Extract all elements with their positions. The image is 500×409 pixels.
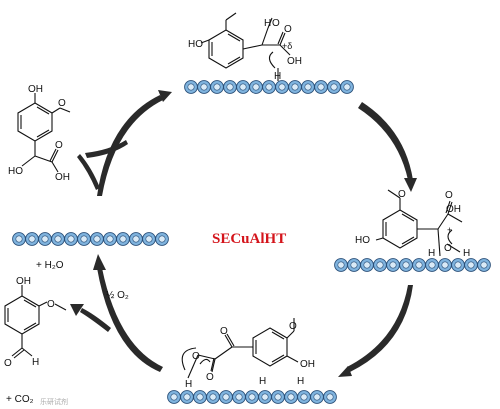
bottom-o-label: O (289, 321, 297, 332)
molecule-left-reactant: OH O HO O OH (8, 84, 71, 183)
cycle-arrow-top-right (358, 102, 417, 192)
co2-product-label: + CO₂ (6, 394, 34, 405)
left-oh2-label: OH (55, 172, 70, 183)
right-o2-label: O (445, 190, 453, 201)
right-plus-label: + (447, 225, 452, 235)
molecule-right-adsorbed: O HO OH O + O H H (355, 189, 470, 259)
right-o3-label: O (444, 243, 452, 254)
catalyst-surface-top (184, 80, 354, 94)
bottom-o2-label: O (220, 326, 228, 337)
left-oh-label: OH (28, 84, 43, 95)
cycle-arrow-left-top (97, 90, 172, 196)
molecule-vanillin-product: OH O O H (4, 276, 67, 369)
bottom-h2-label: H (259, 376, 266, 387)
top-oh-label: OH (287, 56, 302, 67)
top-h-label: H (264, 18, 271, 29)
bottom-o4-label: O (192, 351, 200, 362)
watermark-text: 乐研试剂 (40, 397, 68, 406)
right-ho-label: HO (355, 235, 370, 246)
water-product-label: + H₂O (36, 260, 64, 271)
branch-arrow-to-surface (77, 140, 128, 190)
top-h2-label: H (274, 71, 281, 82)
cycle-arrow-bottom-left (93, 254, 163, 372)
right-h-label: H (428, 248, 435, 259)
vanillin-oh-label: OH (16, 276, 31, 287)
left-o-label: O (58, 98, 66, 109)
bottom-oh-label: OH (300, 359, 315, 370)
right-h2-label: H (463, 248, 470, 259)
vanillin-h-label: H (32, 357, 39, 368)
catalyst-surface-bottom (167, 390, 337, 404)
top-delta-label: +δ (282, 41, 292, 51)
molecule-top-adsorbed: HO H O +δ OH O H (188, 12, 302, 82)
bottom-h-label: H (185, 379, 192, 390)
catalyst-surface-right (334, 258, 491, 272)
catalyst-title: SECuAlHT (212, 231, 286, 247)
vanillin-o2-label: O (4, 358, 12, 369)
top-o-label: O (272, 18, 280, 29)
molecule-bottom-adsorbed: O OH O O O H H H (181, 318, 315, 390)
oxygen-reagent-label: ½ O₂ (106, 290, 129, 301)
top-ho-label: HO (188, 39, 203, 50)
right-o-label: O (398, 189, 406, 200)
bottom-h3-label: H (297, 376, 304, 387)
bottom-o3-label: O (206, 372, 214, 383)
top-o2-label: O (284, 24, 292, 35)
cycle-arrow-right-bottom (338, 285, 413, 377)
left-ho-label: HO (8, 166, 23, 177)
vanillin-o-label: O (47, 299, 55, 310)
catalyst-surface-left (12, 232, 169, 246)
left-o2-label: O (55, 140, 63, 151)
branch-arrow-to-vanillin (70, 304, 111, 332)
right-oh-label: OH (446, 204, 461, 215)
